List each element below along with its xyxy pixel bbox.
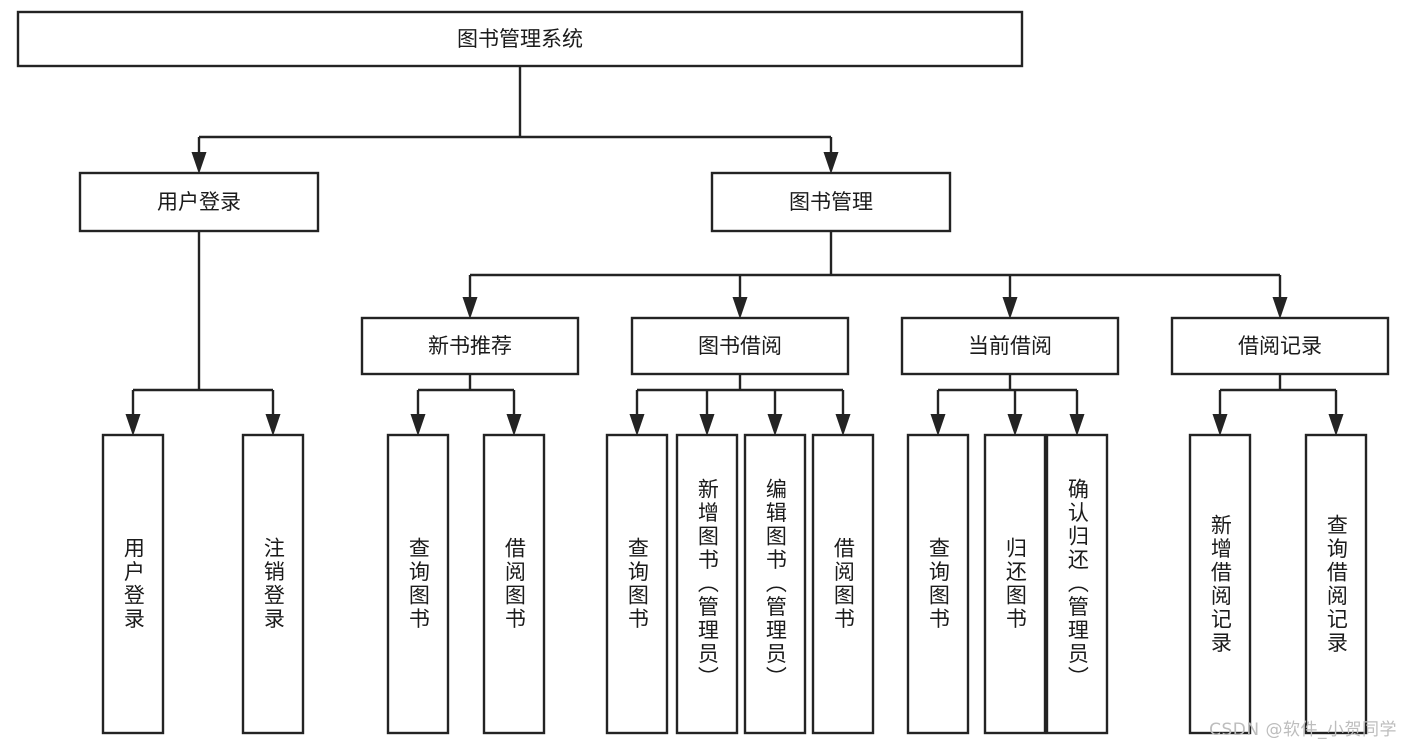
arrow-head-icon <box>191 152 207 174</box>
node-box-leaf-query-borrow-record[interactable] <box>1304 433 1368 735</box>
arrow-head-icon <box>410 414 426 436</box>
arrow-head-icon <box>1328 414 1344 436</box>
node-label-root: 图书管理系统 <box>457 27 583 51</box>
node-box-leaf-add-book-admin[interactable] <box>675 433 739 735</box>
node-box-leaf-borrow-books-borrow[interactable] <box>811 433 875 735</box>
arrow-head-icon <box>265 414 281 436</box>
node-box-user-login[interactable] <box>78 171 320 233</box>
node-box-new-book-recommend[interactable] <box>360 316 580 376</box>
arrow-head-icon <box>1007 414 1023 436</box>
node-box-leaf-logout-login[interactable] <box>241 433 305 735</box>
node-box-leaf-edit-book-admin[interactable] <box>743 433 807 735</box>
arrow-head-icon <box>930 414 946 436</box>
node-box-root[interactable] <box>16 10 1024 68</box>
arrow-head-icon <box>629 414 645 436</box>
node-box-leaf-borrow-books-rec[interactable] <box>482 433 546 735</box>
node-label-book-borrow: 图书借阅 <box>698 334 782 358</box>
node-box-leaf-user-login[interactable] <box>101 433 165 735</box>
connector-layer <box>125 66 1344 436</box>
node-box-book-management[interactable] <box>710 171 952 233</box>
arrow-head-icon <box>823 152 839 174</box>
arrow-head-icon <box>1212 414 1228 436</box>
node-box-current-borrow[interactable] <box>900 316 1120 376</box>
node-label-borrow-record: 借阅记录 <box>1238 334 1322 358</box>
arrow-head-icon <box>767 414 783 436</box>
node-box-leaf-query-books-rec[interactable] <box>386 433 450 735</box>
node-box-leaf-query-books-current[interactable] <box>906 433 970 735</box>
arrow-head-icon <box>835 414 851 436</box>
arrow-head-icon <box>699 414 715 436</box>
node-box-leaf-query-books-borrow[interactable] <box>605 433 669 735</box>
node-box-book-borrow[interactable] <box>630 316 850 376</box>
arrow-head-icon <box>506 414 522 436</box>
arrow-head-icon <box>1002 297 1018 319</box>
arrow-head-icon <box>462 297 478 319</box>
watermark-text: CSDN @软件_小贺同学 <box>1209 720 1397 740</box>
node-box-leaf-confirm-return-admin[interactable] <box>1045 433 1109 735</box>
node-box-leaf-add-borrow-record[interactable] <box>1188 433 1252 735</box>
node-label-book-management: 图书管理 <box>789 190 873 214</box>
arrow-head-icon <box>1069 414 1085 436</box>
node-box-borrow-record[interactable] <box>1170 316 1390 376</box>
arrow-head-icon <box>732 297 748 319</box>
arrow-head-icon <box>125 414 141 436</box>
node-label-new-book-recommend: 新书推荐 <box>428 334 512 358</box>
node-label-user-login: 用户登录 <box>157 190 241 214</box>
node-box-leaf-return-books[interactable] <box>983 433 1047 735</box>
arrow-head-icon <box>1272 297 1288 319</box>
node-label-current-borrow: 当前借阅 <box>968 334 1052 358</box>
